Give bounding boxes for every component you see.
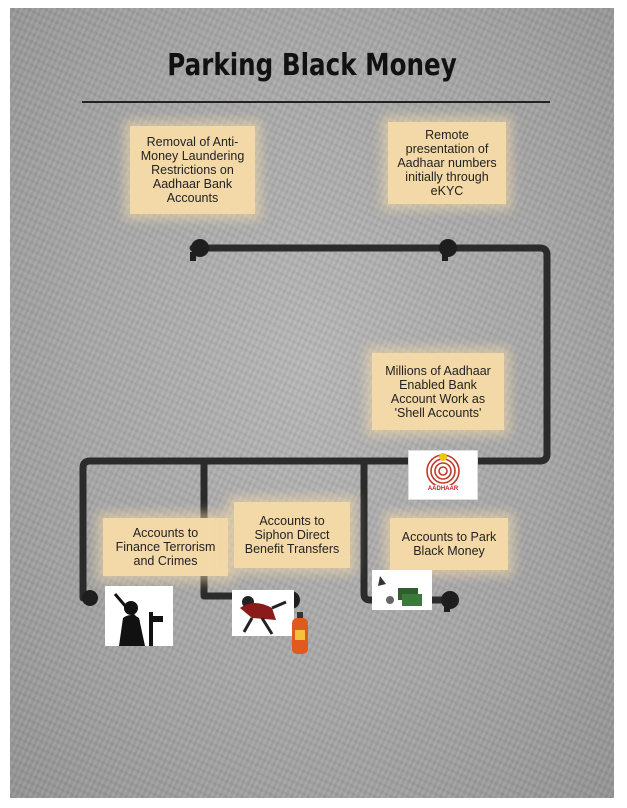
title-divider	[82, 101, 550, 103]
note-removal: Removal of Anti-Money Laundering Restric…	[130, 126, 255, 214]
note-park: Accounts to Park Black Money	[390, 518, 508, 570]
pipe-diagram	[79, 239, 551, 612]
faucet-icon	[82, 590, 98, 606]
thief-icon	[232, 590, 294, 636]
faucet-icon	[441, 591, 459, 612]
infographic-page: Parking Black Money	[10, 8, 614, 798]
gas-cylinder-icon	[290, 612, 310, 656]
page-title: Parking Black Money	[167, 48, 457, 83]
aadhaar-logo: AADHAAR	[408, 450, 478, 500]
middle-branch	[200, 457, 242, 600]
note-remote: Remote presentation of Aadhaar numbers i…	[388, 122, 506, 204]
terrorist-icon	[105, 586, 173, 646]
faucet-icon	[439, 239, 457, 261]
top-pipe	[79, 244, 551, 602]
note-terrorism: Accounts to Finance Terrorism and Crimes	[103, 518, 228, 576]
note-millions: Millions of Aadhaar Enabled Bank Account…	[372, 353, 504, 430]
fingerprint-icon	[426, 453, 460, 485]
faucet-icon	[190, 239, 209, 261]
money-icon	[372, 570, 432, 610]
right-branch	[360, 457, 454, 604]
note-siphon: Accounts to Siphon Direct Benefit Transf…	[234, 502, 350, 568]
aadhaar-logo-text: AADHAAR	[427, 486, 459, 492]
